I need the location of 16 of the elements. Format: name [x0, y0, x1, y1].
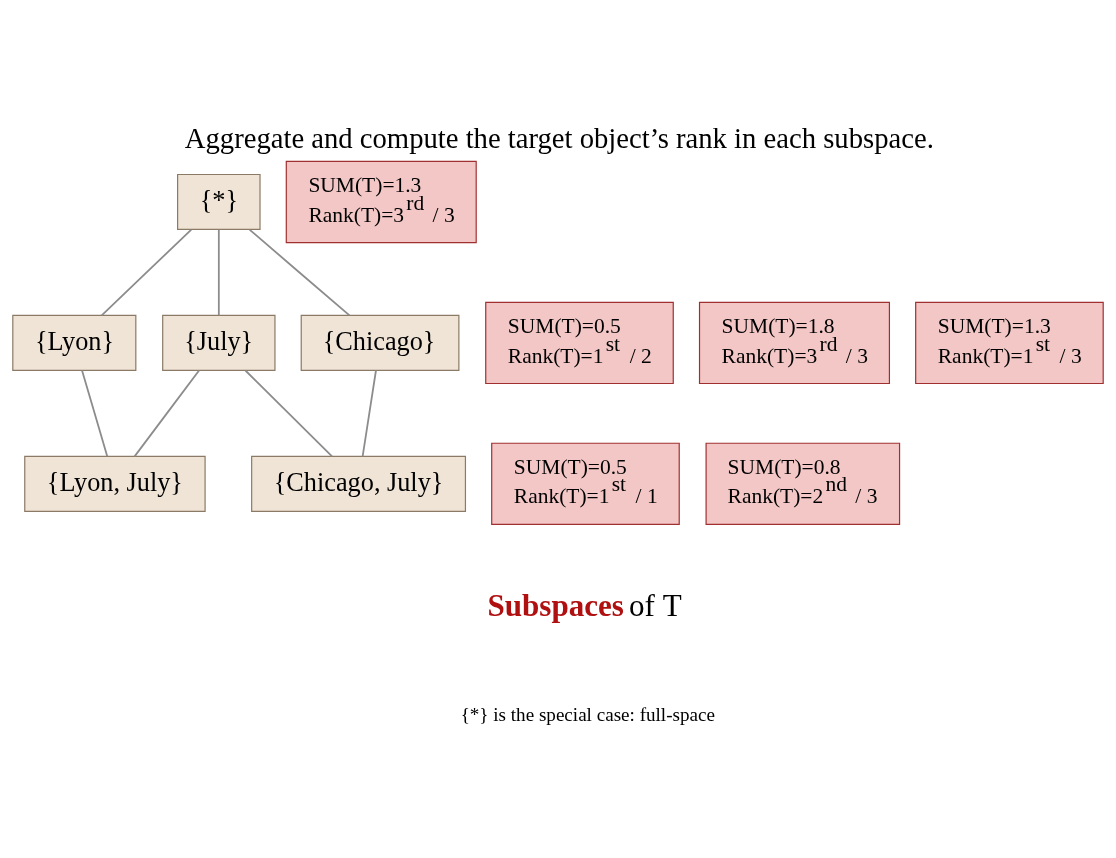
node-box: {Chicago, July}: [251, 455, 467, 512]
connector: [217, 228, 220, 316]
connector: [244, 369, 333, 457]
node-box: {Lyon, July}: [24, 455, 206, 512]
node-box: {July}: [162, 314, 276, 371]
label: Subspaces of T: [487, 587, 682, 623]
connector: [100, 228, 193, 316]
diagram-title: Aggregate and compute the target object’s rank in each subspace.: [184, 121, 934, 154]
connector: [248, 228, 351, 316]
connector: [133, 369, 200, 457]
node-box: {Lyon}: [12, 314, 137, 371]
node-box: {Chicago}: [300, 314, 460, 371]
node-box: {*}: [177, 173, 261, 230]
connector: [81, 369, 109, 457]
connector: [361, 369, 377, 457]
label: {*} is the special case: full-space: [460, 703, 715, 725]
